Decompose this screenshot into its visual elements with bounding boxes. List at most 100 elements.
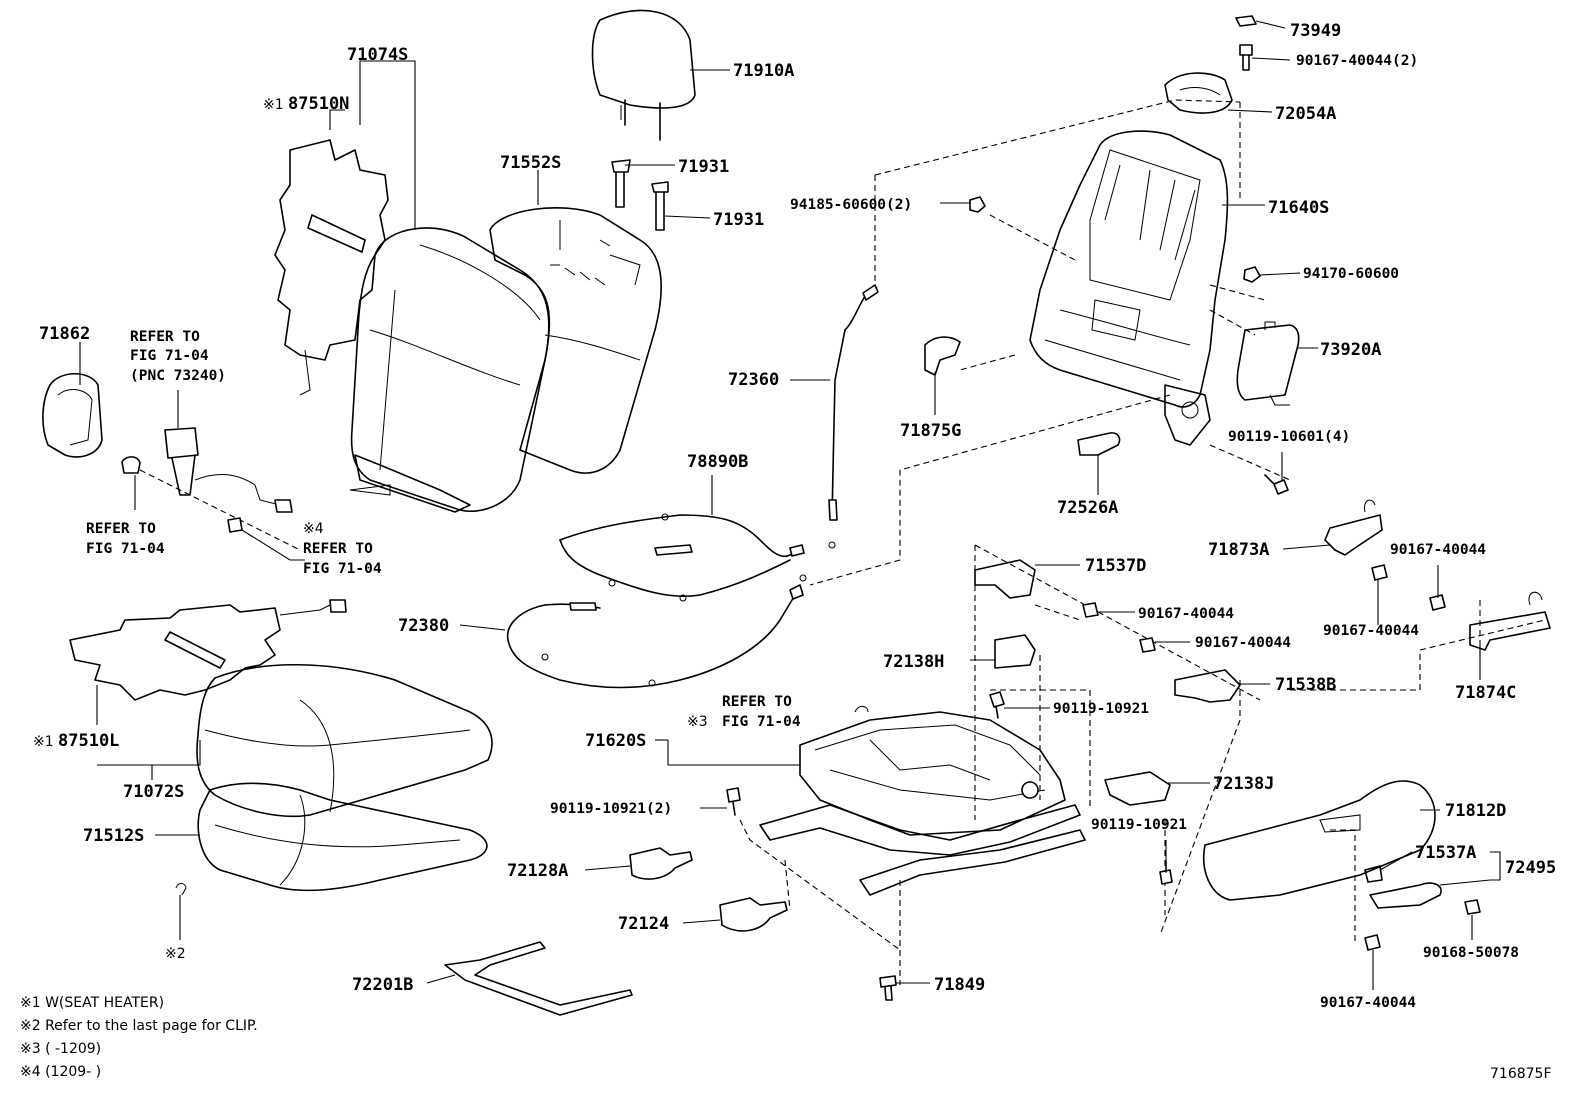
bolt-90167-40044-top	[1239, 44, 1253, 71]
label-refer-2-line1: REFER TO	[86, 521, 156, 537]
label-73949: 73949	[1290, 21, 1341, 41]
label-72526A: 72526A	[1057, 498, 1118, 518]
label-refer-4-line1: REFER TO	[722, 694, 792, 710]
bolt-90119-10601	[1264, 474, 1289, 495]
label-71512S: 71512S	[83, 826, 144, 846]
bolt-90167-40044-c1	[1082, 602, 1099, 618]
nut-94185-60600	[969, 196, 986, 213]
label-72124: 72124	[618, 914, 669, 934]
label-90119-10921-r: 90119-10921	[1091, 817, 1187, 833]
label-71931-lower: 71931	[713, 210, 764, 230]
label-71873A: 71873A	[1208, 540, 1269, 560]
label-71874C: 71874C	[1455, 683, 1516, 703]
label-71072S: 71072S	[123, 782, 184, 802]
cable-72360	[828, 284, 879, 549]
bolt-90119-10921-left	[726, 787, 741, 816]
label-refer-4-line2: FIG 71-04	[722, 714, 801, 730]
seatback-cover-71074S	[349, 227, 550, 513]
label-71537D: 71537D	[1085, 556, 1146, 576]
label-71074S: 71074S	[347, 45, 408, 65]
label-71640S: 71640S	[1268, 198, 1329, 218]
label-71875G: 71875G	[900, 421, 961, 441]
bolt-90167-40044-right1	[1371, 564, 1388, 581]
cover-72526A	[1077, 432, 1121, 456]
cable-72380	[506, 574, 807, 689]
label-refer-3-line2: FIG 71-04	[303, 561, 382, 577]
part-number-labels: 71074S ※1 87510N 71910A 71552S 71931 719…	[33, 21, 1556, 1011]
seat-heater-cushion-87510L	[69, 599, 347, 701]
cover-71537A	[1364, 865, 1442, 909]
cover-72128A	[629, 847, 693, 880]
footnote-2: ※2 Refer to the last page for CLIP.	[20, 1018, 258, 1034]
footnote-3: ※3 ( -1209)	[20, 1041, 101, 1057]
label-71552S: 71552S	[500, 153, 561, 173]
label-refer-1-line3: (PNC 73240)	[130, 368, 226, 384]
label-87510L: 87510L	[58, 731, 119, 751]
label-refer-1-line1: REFER TO	[130, 329, 200, 345]
label-90168-50078: 90168-50078	[1423, 945, 1519, 961]
leader-lines	[79, 20, 1501, 990]
cover-72054A	[1164, 72, 1233, 114]
label-78890B: 78890B	[687, 452, 748, 472]
headrest-support-71931	[611, 159, 669, 231]
label-90119-10601: 90119-10601(4)	[1228, 429, 1350, 445]
label-marker-1-mid: ※1	[33, 734, 54, 750]
side-airbag-73920A	[1236, 321, 1300, 406]
label-90167-40044-r2: 90167-40044	[1323, 623, 1419, 639]
cover-71862	[42, 373, 103, 458]
footnote-4: ※4 (1209- )	[20, 1064, 101, 1080]
label-72201B: 72201B	[352, 975, 413, 995]
bracket-71874C	[1469, 591, 1551, 651]
seat-cushion-cover-71072S	[196, 663, 493, 818]
seat-track-frame-71620S	[759, 705, 1086, 896]
bolt-90119-10921-right	[1159, 861, 1173, 885]
label-90167-40044-b: 90167-40044	[1320, 995, 1416, 1011]
label-90119-10921-2: 90119-10921(2)	[550, 801, 672, 817]
seat-cushion-pad-71512S	[197, 782, 488, 892]
label-71538B: 71538B	[1275, 675, 1336, 695]
label-90119-10921-c: 90119-10921	[1053, 701, 1149, 717]
label-87510N: 87510N	[288, 94, 349, 114]
seatback-pad-71552S	[489, 206, 663, 474]
label-refer-2-line2: FIG 71-04	[86, 541, 165, 557]
label-90167-40044-2: 90167-40044(2)	[1296, 53, 1418, 69]
label-71910A: 71910A	[733, 61, 794, 81]
label-72495: 72495	[1505, 858, 1556, 878]
footnote-1: ※1 W(SEAT HEATER)	[20, 995, 164, 1011]
screw-90168-50078	[1464, 899, 1481, 915]
wire-72201B	[444, 941, 633, 1016]
label-72360: 72360	[728, 370, 779, 390]
label-90167-40044-c1: 90167-40044	[1138, 606, 1234, 622]
label-71849: 71849	[934, 975, 985, 995]
cover-71875G	[924, 336, 961, 376]
label-72380: 72380	[398, 616, 449, 636]
label-90167-40044-c2: 90167-40044	[1195, 635, 1291, 651]
bolt-71849	[879, 975, 897, 1001]
bolt-90119-10921-center	[989, 691, 1005, 719]
nut-94170-60600	[1243, 266, 1261, 283]
seatbelt-buckle	[121, 427, 293, 533]
label-marker-4-mid: ※4	[303, 521, 324, 537]
label-refer-3-line1: REFER TO	[303, 541, 373, 557]
seat-heater-back-87510N	[274, 139, 389, 396]
label-71931-upper: 71931	[678, 157, 729, 177]
label-72138J: 72138J	[1213, 774, 1274, 794]
bracket-71873A	[1324, 499, 1383, 556]
headrest-71910A	[591, 9, 696, 141]
bolt-90167-40044-bottom	[1364, 934, 1381, 951]
side-shield-71812D	[1203, 780, 1436, 901]
bolt-90167-40044-c2	[1139, 637, 1156, 653]
label-72054A: 72054A	[1275, 104, 1336, 124]
drawing-number: 716875F	[1490, 1066, 1552, 1082]
cover-72124	[719, 897, 788, 932]
label-71537A: 71537A	[1415, 843, 1476, 863]
label-marker-3-mid: ※3	[687, 714, 708, 730]
footnotes: ※1 W(SEAT HEATER) ※2 Refer to the last p…	[20, 995, 258, 1080]
label-72128A: 72128A	[507, 861, 568, 881]
label-73920A: 73920A	[1320, 340, 1381, 360]
seatback-frame-71640S	[1029, 130, 1229, 446]
cover-71538B	[1174, 669, 1241, 703]
clip-icon	[175, 883, 187, 896]
